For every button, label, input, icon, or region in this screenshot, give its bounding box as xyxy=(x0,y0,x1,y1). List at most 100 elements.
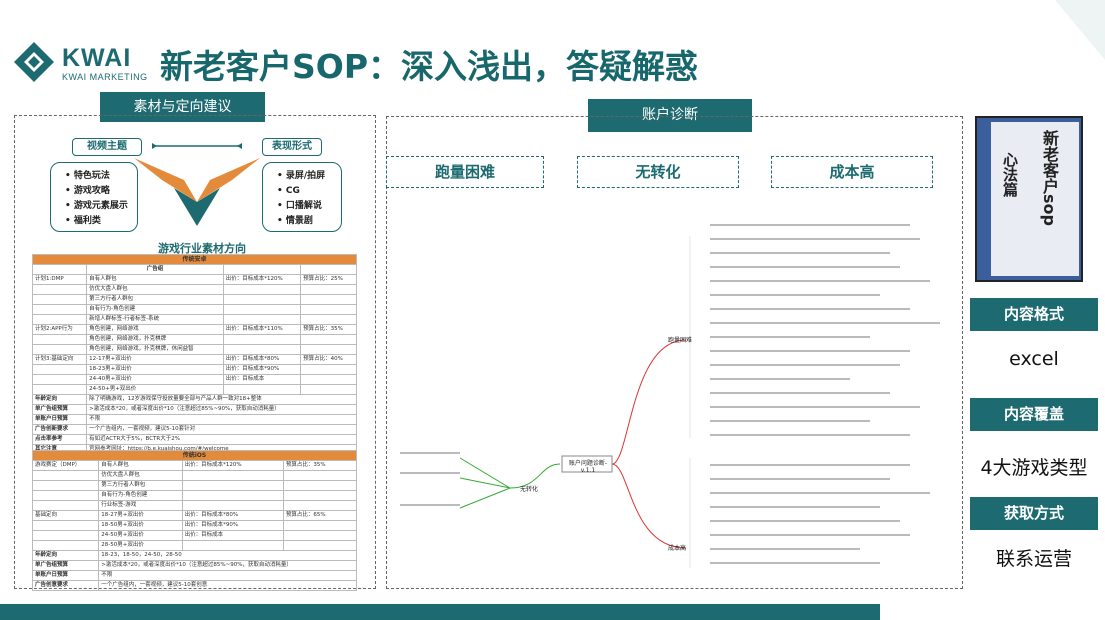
table-cell xyxy=(181,490,284,501)
table-cell: >激活成本*20，或者深度出价*10（注意超过85%~90%，获取自动消耗量） xyxy=(86,404,357,415)
table-row: 行业标签-游戏 xyxy=(31,500,358,511)
table-row: 角色创建，网络游戏，扑克棋牌 xyxy=(31,334,357,345)
content-coverage-label: 内容覆盖 xyxy=(970,398,1098,431)
table-cell: 角色创建，网络游戏，扑克棋牌 xyxy=(86,334,224,345)
table-cell xyxy=(181,540,284,551)
table-cell xyxy=(31,490,100,501)
table-cell: 出价：目标成本*90% xyxy=(222,364,302,375)
content-format-value: excel xyxy=(1009,348,1059,370)
book-side-title: 心法篇 xyxy=(1001,152,1019,197)
table-cell xyxy=(31,364,88,375)
mind-map-root: 账户问题诊断-v.1.1 xyxy=(568,460,608,474)
table-cell xyxy=(31,304,88,315)
table-cell: 基础定向 xyxy=(31,510,100,521)
table-cell xyxy=(181,500,284,511)
table-cell: 不限 xyxy=(86,414,357,425)
footer-bar xyxy=(0,604,880,620)
branch-label: 无转化 xyxy=(520,486,539,493)
v-shape-diagram-icon xyxy=(134,143,260,226)
table-cell xyxy=(222,344,302,355)
table-cell: 第三方行者人群包 xyxy=(86,294,224,305)
table-cell: 年龄定向 xyxy=(31,550,100,561)
table-row: 单广告组预算>激活成本*20，或者深度出价*10（注意超过85%~90%，获取自… xyxy=(31,404,357,415)
table-row: 第三方行者人群包 xyxy=(31,480,358,491)
table-cell: 18-23，18-50，24-50，28-50 xyxy=(98,550,357,561)
table-cell: 自有行为-角色创建 xyxy=(98,490,183,501)
table-row: 游戏赛定（DMP）自有人群包出价：目标成本*120%预算占比：35% xyxy=(31,460,358,471)
table-cell: 24-40男+双出价 xyxy=(86,374,224,385)
table-cell: 单广告组预算 xyxy=(31,560,100,571)
table-cell xyxy=(282,540,358,551)
table-cell: 出价：目标成本*80% xyxy=(181,510,284,521)
left-section-header: 素材与定向建议 xyxy=(100,92,265,122)
table-cell: 12-17男+双出价 xyxy=(86,354,224,365)
table-cell: 预算占比：65% xyxy=(282,510,358,521)
table-cell: 单广告组预算 xyxy=(31,404,88,415)
table-cell xyxy=(181,470,284,481)
table-cell xyxy=(31,384,88,395)
video-item: 特色玩法 xyxy=(65,169,137,184)
table-cell xyxy=(31,500,100,511)
video-theme-list: 特色玩法 游戏攻略 游戏元素展示 福利类 xyxy=(50,162,138,232)
table-cell: 单账户日预算 xyxy=(31,570,100,581)
table-row: 点击率参考有如近ACTR大于5%，BCTR大于2% xyxy=(31,434,357,445)
table-cell: 预算占比：35% xyxy=(282,460,358,471)
table-cell xyxy=(300,374,357,385)
table-title: 传统安卓 xyxy=(32,254,357,265)
table-cell xyxy=(31,480,100,491)
video-item: 游戏元素展示 xyxy=(65,199,137,214)
table-cell: 第三方行者人群包 xyxy=(98,480,183,491)
table-cell xyxy=(31,294,88,305)
table-cell xyxy=(222,294,302,305)
table-row: 18-23男+双出价出价：目标成本*90% xyxy=(31,364,357,375)
table-cell xyxy=(31,470,100,481)
tab-no-conversion[interactable]: 无转化 xyxy=(577,156,739,188)
table-cell: 不限 xyxy=(98,570,357,581)
video-theme-label: 视频主题 xyxy=(72,138,142,156)
table-cell: 出价：目标成本 xyxy=(181,530,284,541)
decor-triangle-icon xyxy=(1055,0,1105,60)
mind-map xyxy=(390,208,948,580)
tab-high-cost[interactable]: 成本高 xyxy=(771,156,933,188)
table-cell: 除了明确游戏，12岁游戏保守投放量要全部与产品人群一致对18+整体 xyxy=(86,394,357,405)
kwai-logo-icon xyxy=(14,42,54,82)
table-cell xyxy=(282,470,358,481)
video-item: 游戏攻略 xyxy=(65,184,137,199)
table-cell: 计划3:基础定向 xyxy=(31,354,88,365)
table-cell xyxy=(31,520,100,531)
table-cell: 自有人群包 xyxy=(86,274,224,285)
table-cell xyxy=(31,344,88,355)
table-cell xyxy=(282,490,358,501)
table-cell: 28-50男+双出价 xyxy=(98,540,183,551)
table-cell: 24-50男+双出价 xyxy=(98,530,183,541)
material-diagram: 视频主题 表现形式 特色玩法 游戏攻略 游戏元素展示 福利类 录屏/拍屏 CG … xyxy=(22,130,367,255)
tab-volume-difficulty[interactable]: 跑量困难 xyxy=(386,156,544,188)
table-row: 自有行为-角色创建 xyxy=(31,490,358,501)
content-format-label: 内容格式 xyxy=(970,298,1098,331)
presentation-form-list: 录屏/拍屏 CG 口播解说 情景剧 xyxy=(262,162,342,232)
table-row: 新增人群标签-行者标签-系统 xyxy=(31,314,357,325)
table-cell: 预算占比：40% xyxy=(300,354,357,365)
table-row: 24-50+男+双出价 xyxy=(31,384,357,395)
table-cell xyxy=(282,500,358,511)
table-row: 24-50男+双出价出价：目标成本 xyxy=(31,530,358,541)
table-row: 自有行为-角色创建 xyxy=(31,304,357,315)
form-item: 录屏/拍屏 xyxy=(277,169,341,184)
table-cell xyxy=(31,374,88,385)
ios-table: 传统iOS 游戏赛定（DMP）自有人群包出价：目标成本*120%预算占比：35%… xyxy=(31,450,358,591)
access-method-value: 联系运营 xyxy=(995,548,1072,570)
table-cell: 出价：目标成本*110% xyxy=(222,324,302,335)
table-row: 广告创意要求一个广告组内，一套视频，建议5-10套创意 xyxy=(31,580,357,591)
table-cell: 自有行为-角色创建 xyxy=(86,304,224,315)
table-cell: 自有人群包 xyxy=(98,460,183,471)
table-cell xyxy=(300,314,357,325)
table-cell xyxy=(300,294,357,305)
table-cell xyxy=(222,334,302,345)
brand-subtitle: KWAI MARKETING xyxy=(62,72,148,82)
table-cell: 出价：目标成本*90% xyxy=(181,520,284,531)
table-cell: 角色创建，网络游戏 xyxy=(86,324,224,335)
table-row: 单账户日预算不限 xyxy=(31,414,357,425)
table-cell: 18-23男+双出价 xyxy=(86,364,224,375)
table-cell xyxy=(31,314,88,325)
